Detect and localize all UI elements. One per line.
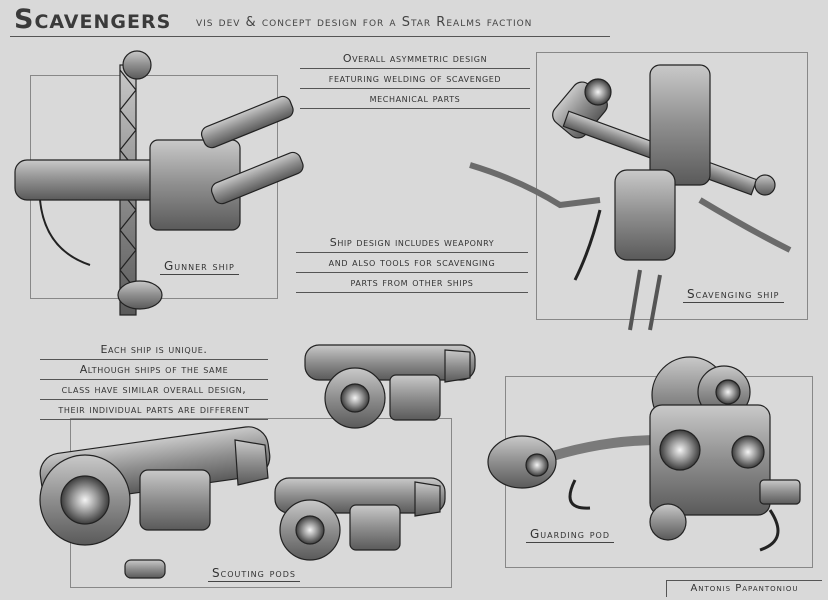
artist-signature: Antonis Papantoniou	[666, 580, 822, 597]
note-line: their individual parts are different	[40, 400, 268, 420]
note-weaponry: Ship design includes weaponry and also t…	[296, 233, 528, 293]
scouting-pod-small-bottom-drawing	[274, 477, 446, 561]
note-line: featuring welding of scavenged	[300, 69, 530, 89]
label-guarding-pod: Guarding pod	[526, 527, 614, 543]
label-scouting-pods: Scouting pods	[208, 566, 300, 582]
note-asymmetric-design: Overall asymmetric design featuring weld…	[300, 49, 530, 109]
guarding-pod-drawing	[487, 356, 801, 552]
note-line: and also tools for scavenging	[296, 253, 528, 273]
page-title: Scavengers	[14, 4, 172, 35]
label-scavenging-ship: Scavenging ship	[683, 287, 784, 303]
scouting-pod-large-drawing	[39, 426, 271, 579]
note-unique-ships: Each ship is unique. Although ships of t…	[40, 340, 268, 420]
note-line: Ship design includes weaponry	[296, 233, 528, 253]
scavenging-frame	[536, 52, 808, 320]
note-line: mechanical parts	[300, 89, 530, 109]
scavenging-ship-drawing	[469, 64, 792, 331]
note-line: parts from other ships	[296, 273, 528, 293]
page-subtitle: vis dev & concept design for a Star Real…	[196, 15, 533, 30]
gunner-ship-drawing	[14, 50, 304, 316]
note-line: class have similar overall design,	[40, 380, 268, 400]
scouting-pod-small-top-drawing	[304, 344, 476, 429]
note-line: Each ship is unique.	[40, 340, 268, 360]
label-gunner-ship: Gunner ship	[160, 259, 239, 275]
header-divider	[10, 36, 610, 37]
note-line: Although ships of the same	[40, 360, 268, 380]
note-line: Overall asymmetric design	[300, 49, 530, 69]
